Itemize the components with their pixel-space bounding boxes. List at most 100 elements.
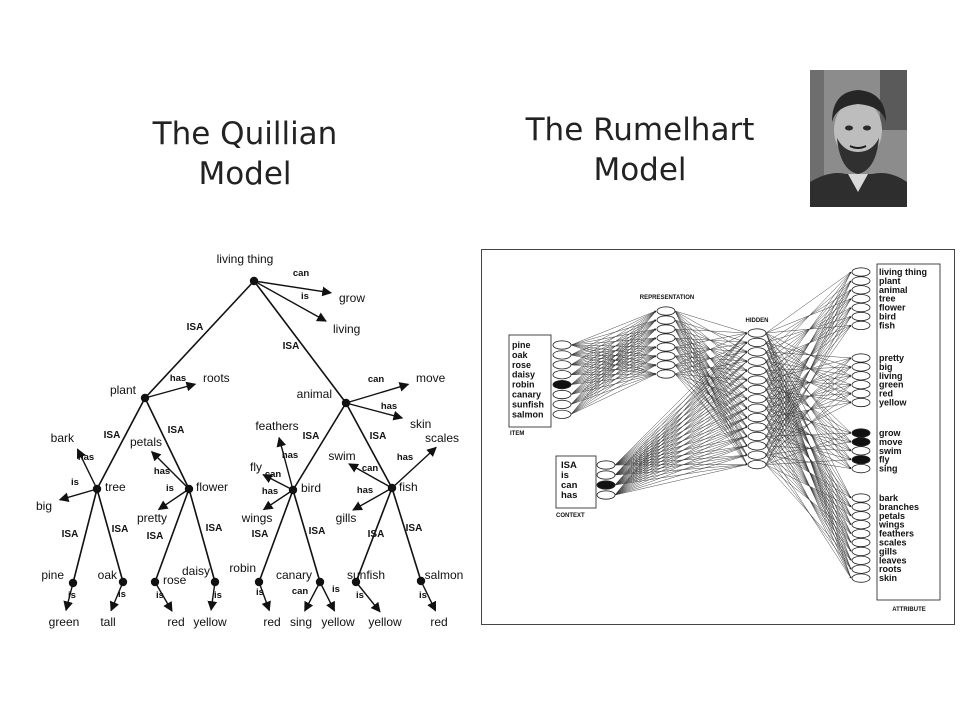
property-value: yellow [368, 615, 402, 629]
attribute-unit [851, 511, 871, 521]
attribute-unit [851, 276, 871, 286]
attribute-unit [851, 311, 871, 322]
hidden-unit [747, 384, 767, 394]
node-label-fish: fish [399, 480, 418, 494]
property-relation: has [78, 452, 94, 463]
connection [674, 310, 748, 334]
isa-edge-plant-tree [96, 397, 146, 490]
connection [614, 389, 748, 466]
connection [570, 364, 657, 375]
item-unit [552, 350, 572, 360]
attribute-unit [851, 555, 871, 565]
isa-edge-animal-fish [345, 402, 393, 489]
connection [570, 328, 657, 385]
property-arrow-robin-red [258, 581, 271, 612]
attribute-label: bird [879, 312, 896, 322]
rumelhart-frame [481, 249, 955, 625]
hidden-unit [747, 413, 767, 423]
property-arrow-daisy-yellow [207, 581, 218, 612]
property-relation: is [256, 587, 264, 598]
connection [614, 398, 748, 486]
rumelhart-model-title: The Rumelhart Model [525, 112, 755, 188]
node-canary [315, 577, 325, 587]
node-label-sunfish: sunfish [347, 568, 385, 582]
node-oak [118, 577, 128, 587]
representation-unit [656, 369, 676, 379]
representation-unit [656, 306, 676, 316]
connection [765, 464, 852, 561]
property-value: sing [290, 615, 312, 629]
property-arrow-salmon-red [420, 580, 437, 612]
connection [765, 324, 852, 334]
connection [765, 426, 852, 443]
property-value: big [36, 499, 52, 513]
connection [614, 426, 748, 476]
property-value: skin [410, 417, 431, 431]
connection [570, 346, 657, 375]
connection [765, 351, 852, 359]
attribute-label: fish [879, 320, 895, 330]
isa-label: ISA [370, 431, 387, 442]
context-unit [596, 470, 616, 480]
property-arrow-fish-gills [352, 487, 393, 511]
connection [765, 417, 852, 499]
hidden-layer-label: HIDDEN [745, 318, 768, 324]
isa-edge-fish-sunfish [355, 487, 393, 583]
connection [614, 389, 748, 476]
connection [614, 389, 748, 486]
connection [570, 310, 657, 365]
connection [570, 319, 657, 405]
connection [614, 370, 748, 496]
connection [765, 271, 852, 362]
context-label: can [561, 480, 578, 491]
isa-label: ISA [187, 322, 204, 333]
connection [570, 310, 657, 375]
connection [570, 328, 657, 356]
connection [674, 373, 748, 400]
attribute-label: leaves [879, 555, 907, 565]
property-value: scales [425, 431, 459, 445]
item-label: pine [512, 340, 531, 350]
property-arrow-pine-green [63, 582, 74, 612]
connection [614, 351, 748, 496]
connection [765, 445, 852, 499]
connection [614, 342, 748, 496]
isa-label: ISA [206, 523, 223, 534]
property-relation: is [118, 589, 126, 600]
isa-label: ISA [168, 425, 185, 436]
property-relation: is [356, 590, 364, 601]
node-label-tree: tree [105, 480, 126, 494]
node-pine [68, 578, 78, 588]
node-plant [140, 393, 150, 403]
connection [570, 319, 657, 395]
isa-edge-living_thing-animal [253, 280, 347, 404]
hidden-unit [747, 366, 767, 376]
connection [765, 454, 852, 470]
connection [765, 280, 852, 465]
rumelhart-portrait-photo [810, 70, 907, 207]
connection [570, 373, 657, 375]
node-salmon [416, 576, 426, 586]
item-unit [552, 340, 572, 350]
connection [614, 454, 748, 476]
attribute-label: bark [879, 493, 899, 503]
connection [570, 337, 657, 385]
isa-edge-living_thing-plant [144, 280, 255, 399]
connection [570, 319, 657, 415]
attribute-label: flower [879, 303, 906, 313]
property-arrow-bird-wings [262, 489, 294, 511]
node-flower [184, 484, 194, 494]
node-label-canary: canary [276, 568, 312, 582]
attribute-label: roots [879, 564, 902, 574]
property-arrow-bird-feathers [276, 436, 294, 491]
attribute-unit [851, 320, 871, 331]
attribute-label: petals [879, 511, 905, 521]
connection [674, 373, 748, 418]
connection [570, 328, 657, 405]
property-relation: has [357, 485, 373, 496]
attribute-unit [851, 455, 871, 465]
node-fish [387, 483, 397, 493]
property-value: grow [339, 291, 365, 305]
context-label: is [561, 470, 569, 481]
hidden-unit [747, 375, 767, 385]
